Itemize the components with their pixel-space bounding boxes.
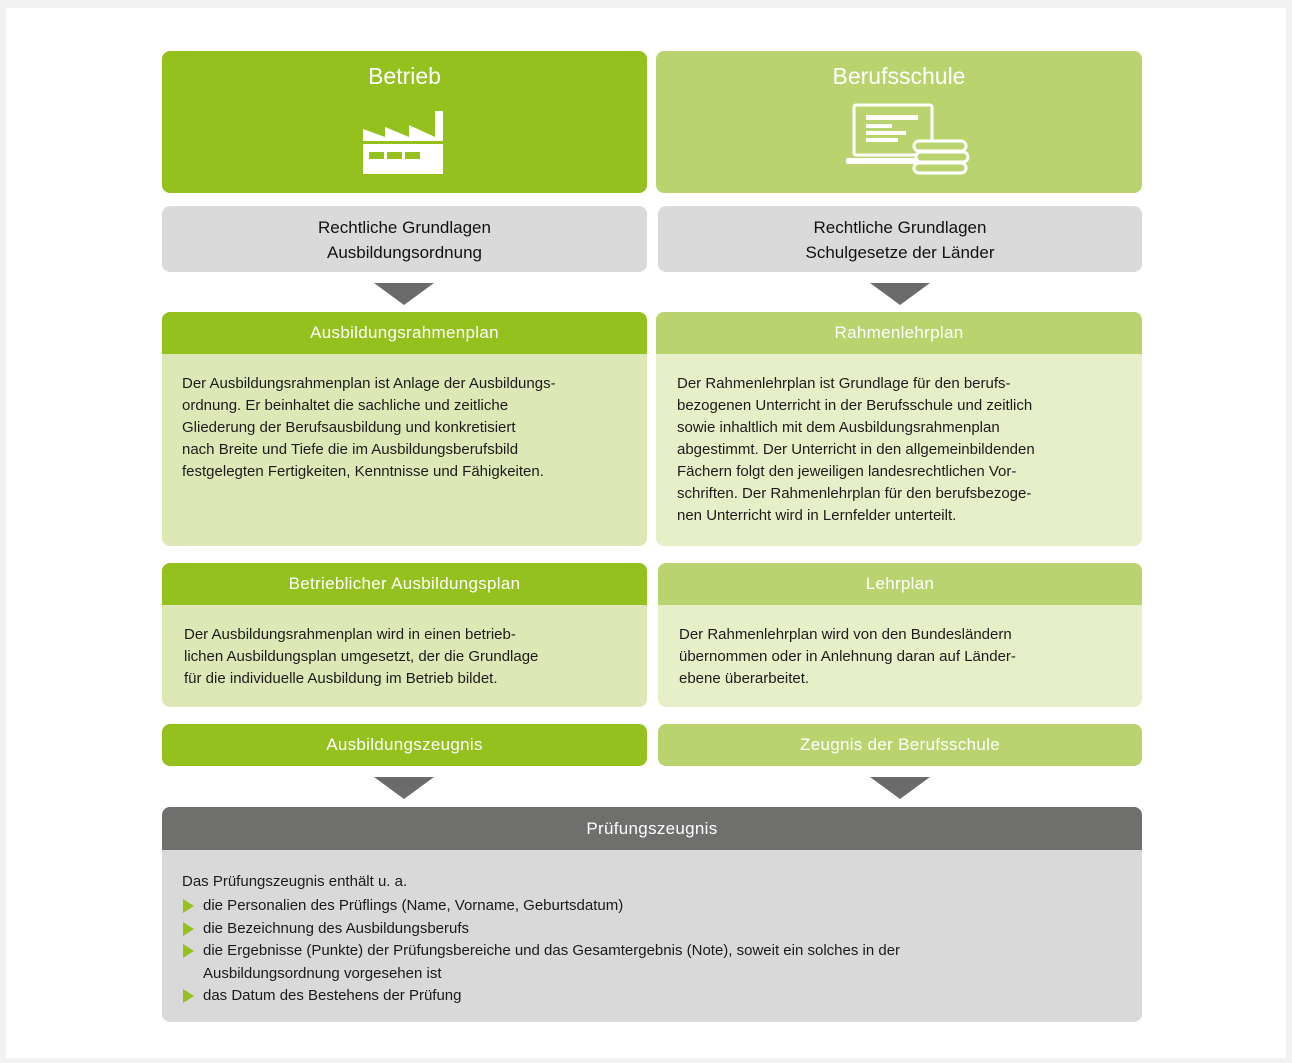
- bullet-triangle-icon: [183, 921, 194, 936]
- certificate-berufsschule: Zeugnis der Berufsschule: [658, 724, 1142, 766]
- laptop-books-icon: [846, 103, 970, 175]
- panel-pruefungszeugnis-title: Prüfungszeugnis: [586, 818, 718, 838]
- legal-berufsschule-line2: Schulgesetze der Länder: [805, 243, 995, 262]
- certificate-ausbildungszeugnis-label: Ausbildungszeugnis: [326, 735, 483, 754]
- panel-ausbildungsrahmenplan-header: Ausbildungsrahmenplan: [162, 312, 647, 354]
- panel-rahmenlehrplan-text: Der Rahmenlehrplan ist Grundlage für den…: [677, 375, 1035, 524]
- exam-list-item: die Ergebnisse (Punkte) der Prüfungsbere…: [182, 940, 1062, 985]
- legal-box-betrieb: Rechtliche Grundlagen Ausbildungsordnung: [162, 206, 647, 272]
- exam-list-item: das Datum des Bestehens der Prüfung: [182, 985, 1062, 1008]
- legal-betrieb-line1: Rechtliche Grundlagen: [318, 218, 491, 237]
- panel-rahmenlehrplan-header: Rahmenlehrplan: [656, 312, 1142, 354]
- bullet-triangle-icon: [183, 944, 194, 958]
- panel-betrieblicher-ausbildungsplan-text: Der Ausbildungsrahmenplan wird in einen …: [184, 626, 539, 687]
- panel-lehrplan-text: Der Rahmenlehrplan wird von den Bundeslä…: [679, 626, 1016, 687]
- exam-item-text: die Ergebnisse (Punkte) der Prüfungsbere…: [203, 942, 901, 982]
- header-betrieb: Betrieb: [162, 51, 647, 193]
- panel-betrieblicher-ausbildungsplan-header: Betrieblicher Ausbildungsplan: [162, 563, 647, 605]
- arrow-down-left-2: [374, 777, 434, 799]
- exam-intro: Das Prüfungszeugnis enthält u. a.: [182, 873, 408, 890]
- panel-rahmenlehrplan: Rahmenlehrplan Der Rahmenlehrplan ist Gr…: [656, 312, 1142, 546]
- exam-list-item: die Bezeichnung des Ausbildungsberufs: [182, 918, 1062, 941]
- header-berufsschule: Berufsschule: [656, 51, 1142, 193]
- legal-berufsschule-line1: Rechtliche Grundlagen: [813, 218, 987, 237]
- arrow-down-right-1: [870, 283, 930, 305]
- header-berufsschule-title: Berufsschule: [832, 63, 966, 89]
- arrow-down-right-2: [870, 777, 930, 799]
- panel-pruefungszeugnis: Prüfungszeugnis: [162, 807, 1142, 1022]
- panel-betrieblicher-ausbildungsplan: Betrieblicher Ausbildungsplan Der Ausbil…: [162, 563, 647, 707]
- panel-ausbildungsrahmenplan: Ausbildungsrahmenplan Der Ausbildungsrah…: [162, 312, 647, 546]
- panel-ausbildungsrahmenplan-text: Der Ausbildungsrahmenplan ist Anlage der…: [182, 375, 556, 480]
- exam-list: die Personalien des Prüflings (Name, Vor…: [182, 895, 1062, 1008]
- header-betrieb-title: Betrieb: [368, 63, 441, 89]
- panel-pruefungszeugnis-header: Prüfungszeugnis: [162, 807, 1142, 850]
- legal-box-berufsschule: Rechtliche Grundlagen Schulgesetze der L…: [658, 206, 1142, 272]
- panel-rahmenlehrplan-title: Rahmenlehrplan: [834, 323, 964, 342]
- bullet-triangle-icon: [183, 989, 194, 1003]
- factory-icon: [363, 111, 443, 174]
- bullet-triangle-icon: [183, 899, 194, 913]
- exam-item-text: das Datum des Bestehens der Prüfung: [203, 987, 462, 1004]
- panel-lehrplan: Lehrplan Der Rahmenlehrplan wird von den…: [658, 563, 1142, 707]
- panel-lehrplan-header: Lehrplan: [658, 563, 1142, 605]
- panel-ausbildungsrahmenplan-title: Ausbildungsrahmenplan: [310, 323, 499, 342]
- exam-list-item: die Personalien des Prüflings (Name, Vor…: [182, 895, 1062, 918]
- certificate-berufsschule-label: Zeugnis der Berufsschule: [800, 735, 1000, 754]
- legal-betrieb-line2: Ausbildungsordnung: [326, 243, 482, 262]
- certificate-ausbildungszeugnis: Ausbildungszeugnis: [162, 724, 647, 766]
- exam-item-text: die Personalien des Prüflings (Name, Vor…: [203, 897, 624, 914]
- panel-lehrplan-title: Lehrplan: [865, 574, 935, 593]
- exam-item-text: die Bezeichnung des Ausbildungsberufs: [203, 919, 470, 937]
- arrow-down-left-1: [374, 283, 434, 305]
- panel-betrieblicher-ausbildungsplan-title: Betrieblicher Ausbildungsplan: [288, 574, 521, 593]
